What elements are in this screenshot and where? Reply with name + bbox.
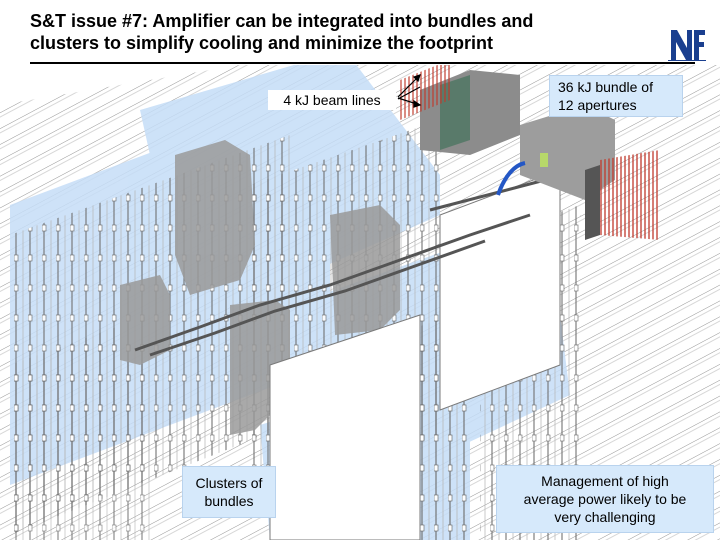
nif-logo-icon [668,28,706,61]
transport-spatial-filters [134,178,546,357]
bundle-callout: 36 kJ bundle of 12 apertures [549,75,683,117]
beam-lines-label: 4 kJ beam lines [268,90,396,110]
bundle-module [400,65,660,240]
callout-arrows [397,74,422,108]
clusters-callout: Clusters of bundles [182,466,276,518]
bundle-callout-line-2: 12 apertures [558,97,637,113]
white-end-panels [269,169,561,540]
slide-title: S&T issue #7: Amplifier can be integrate… [30,10,640,54]
clusters-callout-line-1: Clusters of [195,475,263,491]
title-line-1: S&T issue #7: Amplifier can be integrate… [30,11,534,31]
management-callout-line-3: very challenging [554,509,656,525]
management-callout: Management of high average power likely … [496,465,714,533]
title-rule [30,62,695,64]
management-callout-line-1: Management of high [541,473,669,489]
bundle-callout-line-1: 36 kJ bundle of [558,79,653,95]
amplifier-cluster-diagram [0,65,720,540]
management-callout-line-2: average power likely to be [523,491,687,507]
title-line-2: clusters to simplify cooling and minimiz… [30,33,494,53]
clusters-callout-line-2: bundles [204,493,254,509]
